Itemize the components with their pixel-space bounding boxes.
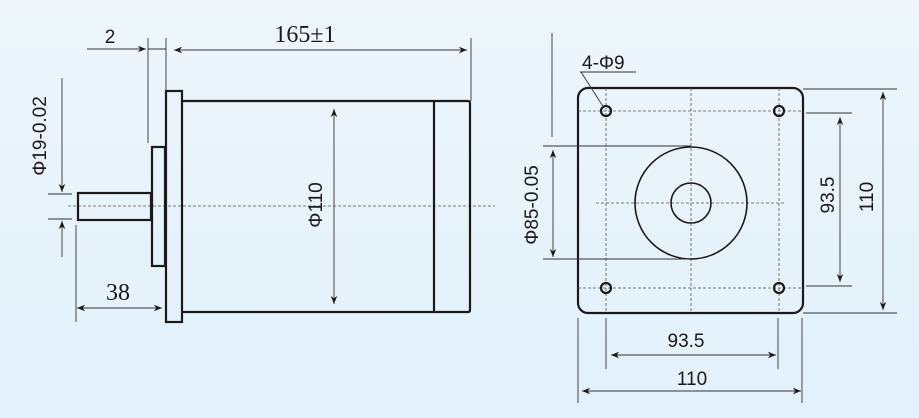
- dim-flange-width: 110: [677, 369, 707, 390]
- dim-flange-thickness: 2: [105, 27, 116, 48]
- dim-shaft-length: 38: [106, 280, 130, 306]
- dim-shaft-diameter: Φ19-0.02: [30, 96, 51, 176]
- dim-hole-spacing-vertical: 93.5: [818, 177, 839, 214]
- shaft-circle: [670, 182, 712, 224]
- mounting-hole: [772, 104, 786, 118]
- front-view: 4-Φ9 Φ85-0.05 93.5 110 93.5 110: [522, 33, 897, 403]
- pilot-boss: [150, 145, 167, 268]
- dim-pilot-diameter: Φ85-0.05: [522, 165, 543, 245]
- dim-mounting-holes: 4-Φ9: [582, 53, 625, 74]
- square-flange: [576, 86, 805, 315]
- dim-flange-height: 110: [857, 182, 878, 212]
- mounting-hole: [772, 281, 786, 295]
- shaft: [76, 191, 153, 222]
- dim-length: 165±1: [274, 22, 335, 48]
- mounting-hole: [599, 281, 613, 295]
- motor-body: [182, 99, 472, 314]
- mounting-hole: [599, 104, 613, 118]
- dim-body-diameter: Φ110: [306, 182, 327, 227]
- mounting-flange: [164, 89, 184, 324]
- dim-hole-spacing-horizontal: 93.5: [668, 331, 705, 352]
- side-view: 2 165±1 Φ110 Φ19-0.02 38: [30, 22, 495, 324]
